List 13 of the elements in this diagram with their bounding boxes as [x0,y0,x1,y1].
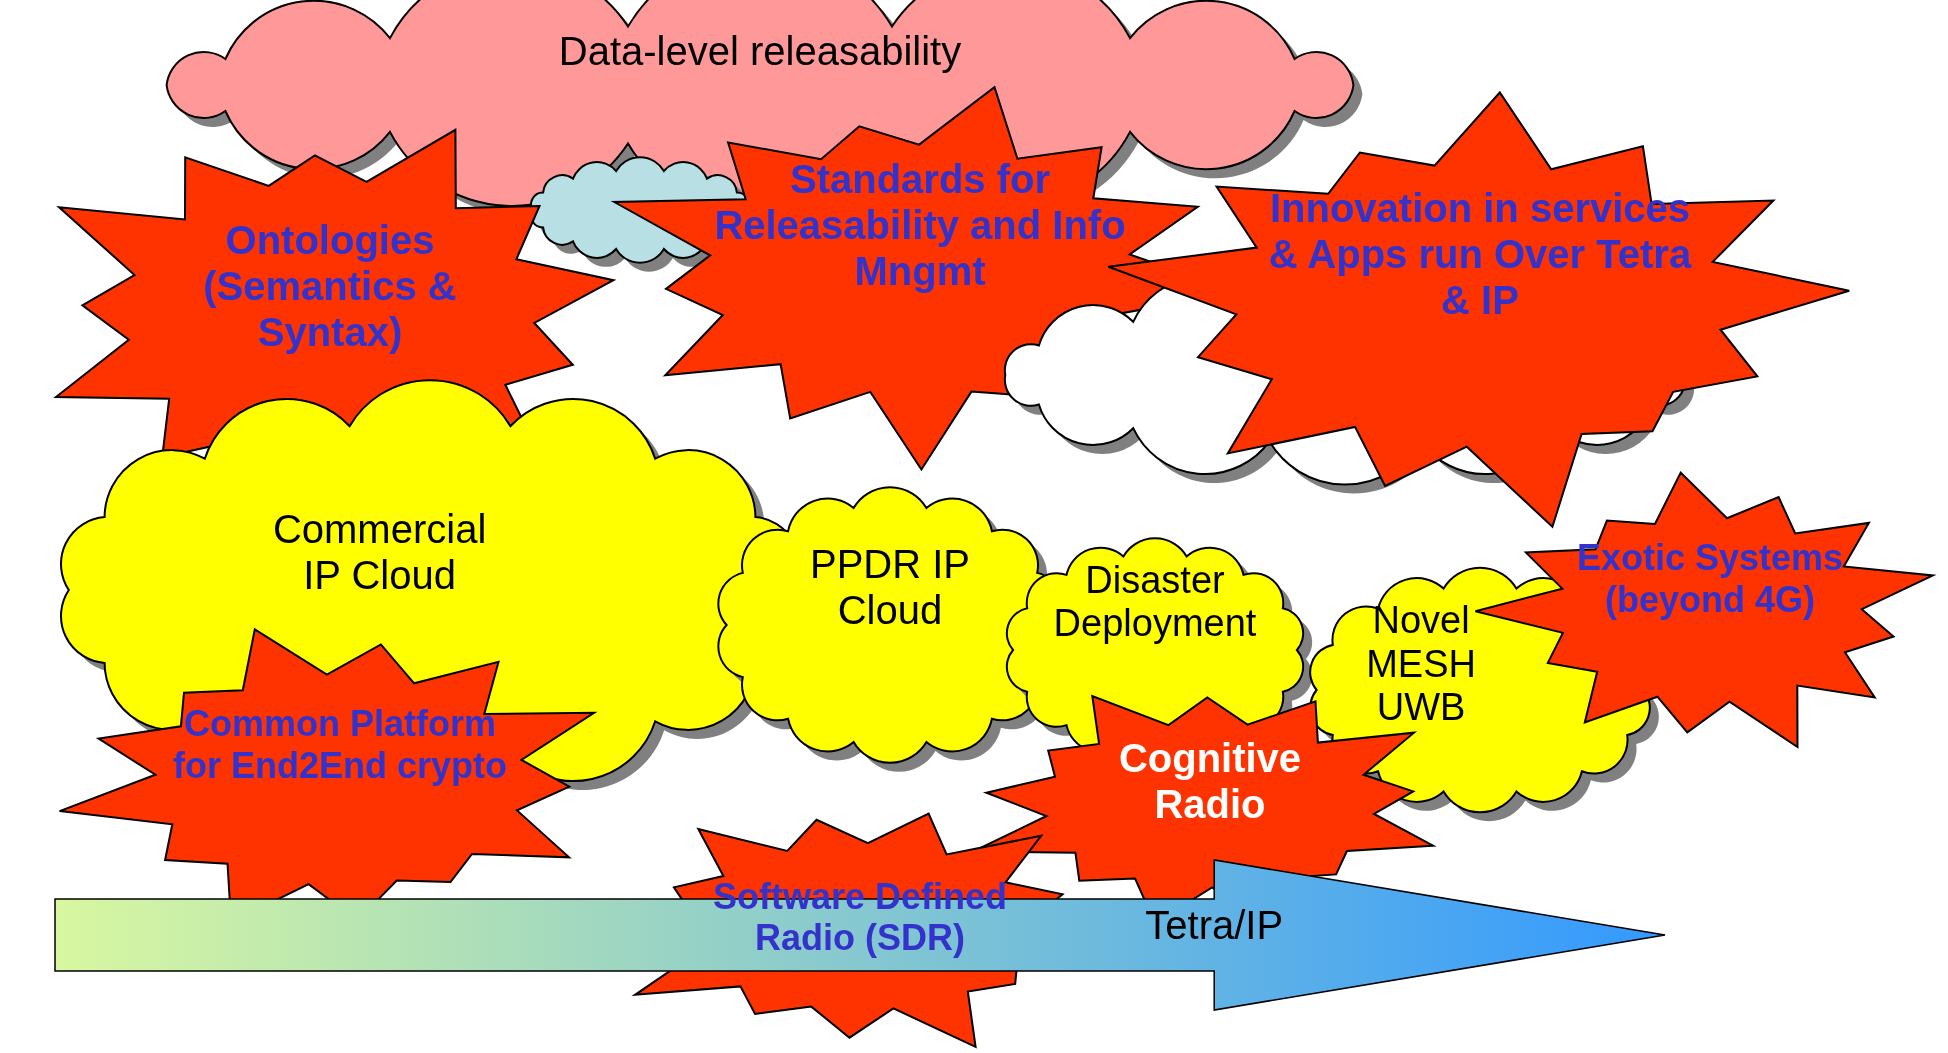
starburst-label: Ontologies (Semantics & Syntax) [202,216,458,355]
starburst-label: Cognitive Radio [1117,735,1303,827]
cloud-label: Novel MESH UWB [1365,599,1477,731]
band-label: Tetra/IP [1144,902,1285,948]
cloud-label: PPDR IP Cloud [808,541,971,633]
cloud-label: Disaster Deployment [1052,558,1258,647]
starburst-label: Common Platform for End2End crypto [172,703,508,786]
starburst-label: Standards for Releasability and Info Mngmt [713,156,1127,294]
cloud-label: Commercial IP Cloud [271,506,488,598]
starburst-label: Software Defined Radio (SDR) [711,875,1008,959]
cloud-label: Data-level releasability [557,28,963,74]
starburst-label: Innovation in services & Apps run Over Tetra & IP [1267,184,1693,323]
starburst-label: Exotic Systems (beyond 4G) [1575,537,1845,620]
